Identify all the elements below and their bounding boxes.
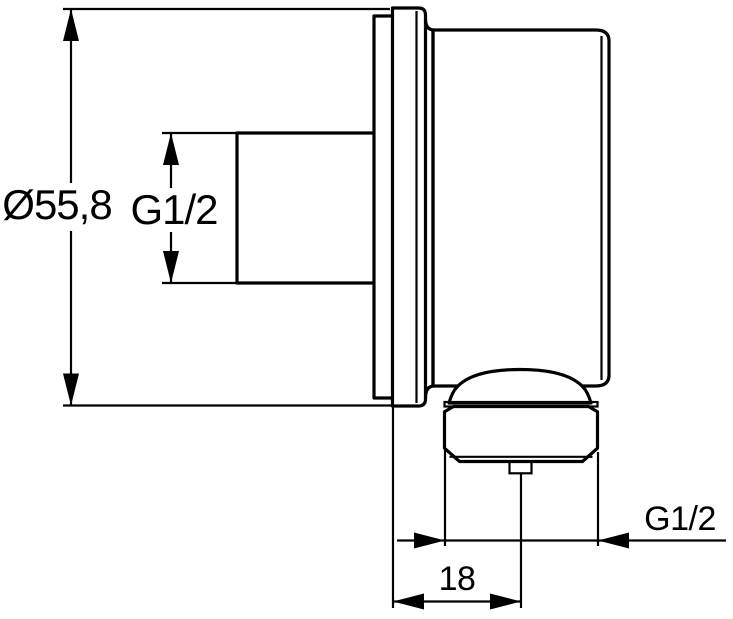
body-silhouette — [431, 28, 611, 388]
inlet-arrow-up — [163, 133, 179, 165]
inlet-thread-label: G1/2 — [130, 186, 217, 233]
dimension-inlet-thread: G1/2 — [130, 131, 237, 285]
diameter-arrow-down — [63, 373, 79, 406]
offset-arrow-right — [490, 593, 521, 610]
outlet-thread-label: G1/2 — [644, 500, 716, 538]
inlet-arrow-down — [163, 251, 179, 283]
union-nut — [442, 404, 600, 464]
escutcheon-silhouette — [390, 6, 428, 408]
elbow-body — [431, 28, 611, 388]
body-top-step — [423, 18, 435, 32]
outlet-dome — [447, 367, 593, 405]
fixture-outline — [235, 6, 611, 608]
wall-offset-label: 18 — [439, 560, 476, 598]
outlet-nipple — [508, 460, 533, 475]
dimension-outlet-thread: G1/2 — [397, 450, 726, 549]
diameter-label: Ø55,8 — [2, 181, 111, 228]
inlet-pipe-stub — [235, 131, 384, 285]
union-nut-silhouette — [442, 404, 600, 464]
escutcheon-plate — [390, 6, 428, 408]
offset-arrow-left — [393, 593, 424, 610]
body-bottom-step — [423, 384, 435, 399]
diameter-arrow-up — [63, 9, 79, 41]
dimension-wall-offset: 18 — [391, 407, 521, 610]
outlet-arrow-left — [414, 532, 445, 549]
dimension-diameter: Ø55,8 — [2, 7, 391, 407]
outlet-arrow-right — [598, 532, 629, 549]
